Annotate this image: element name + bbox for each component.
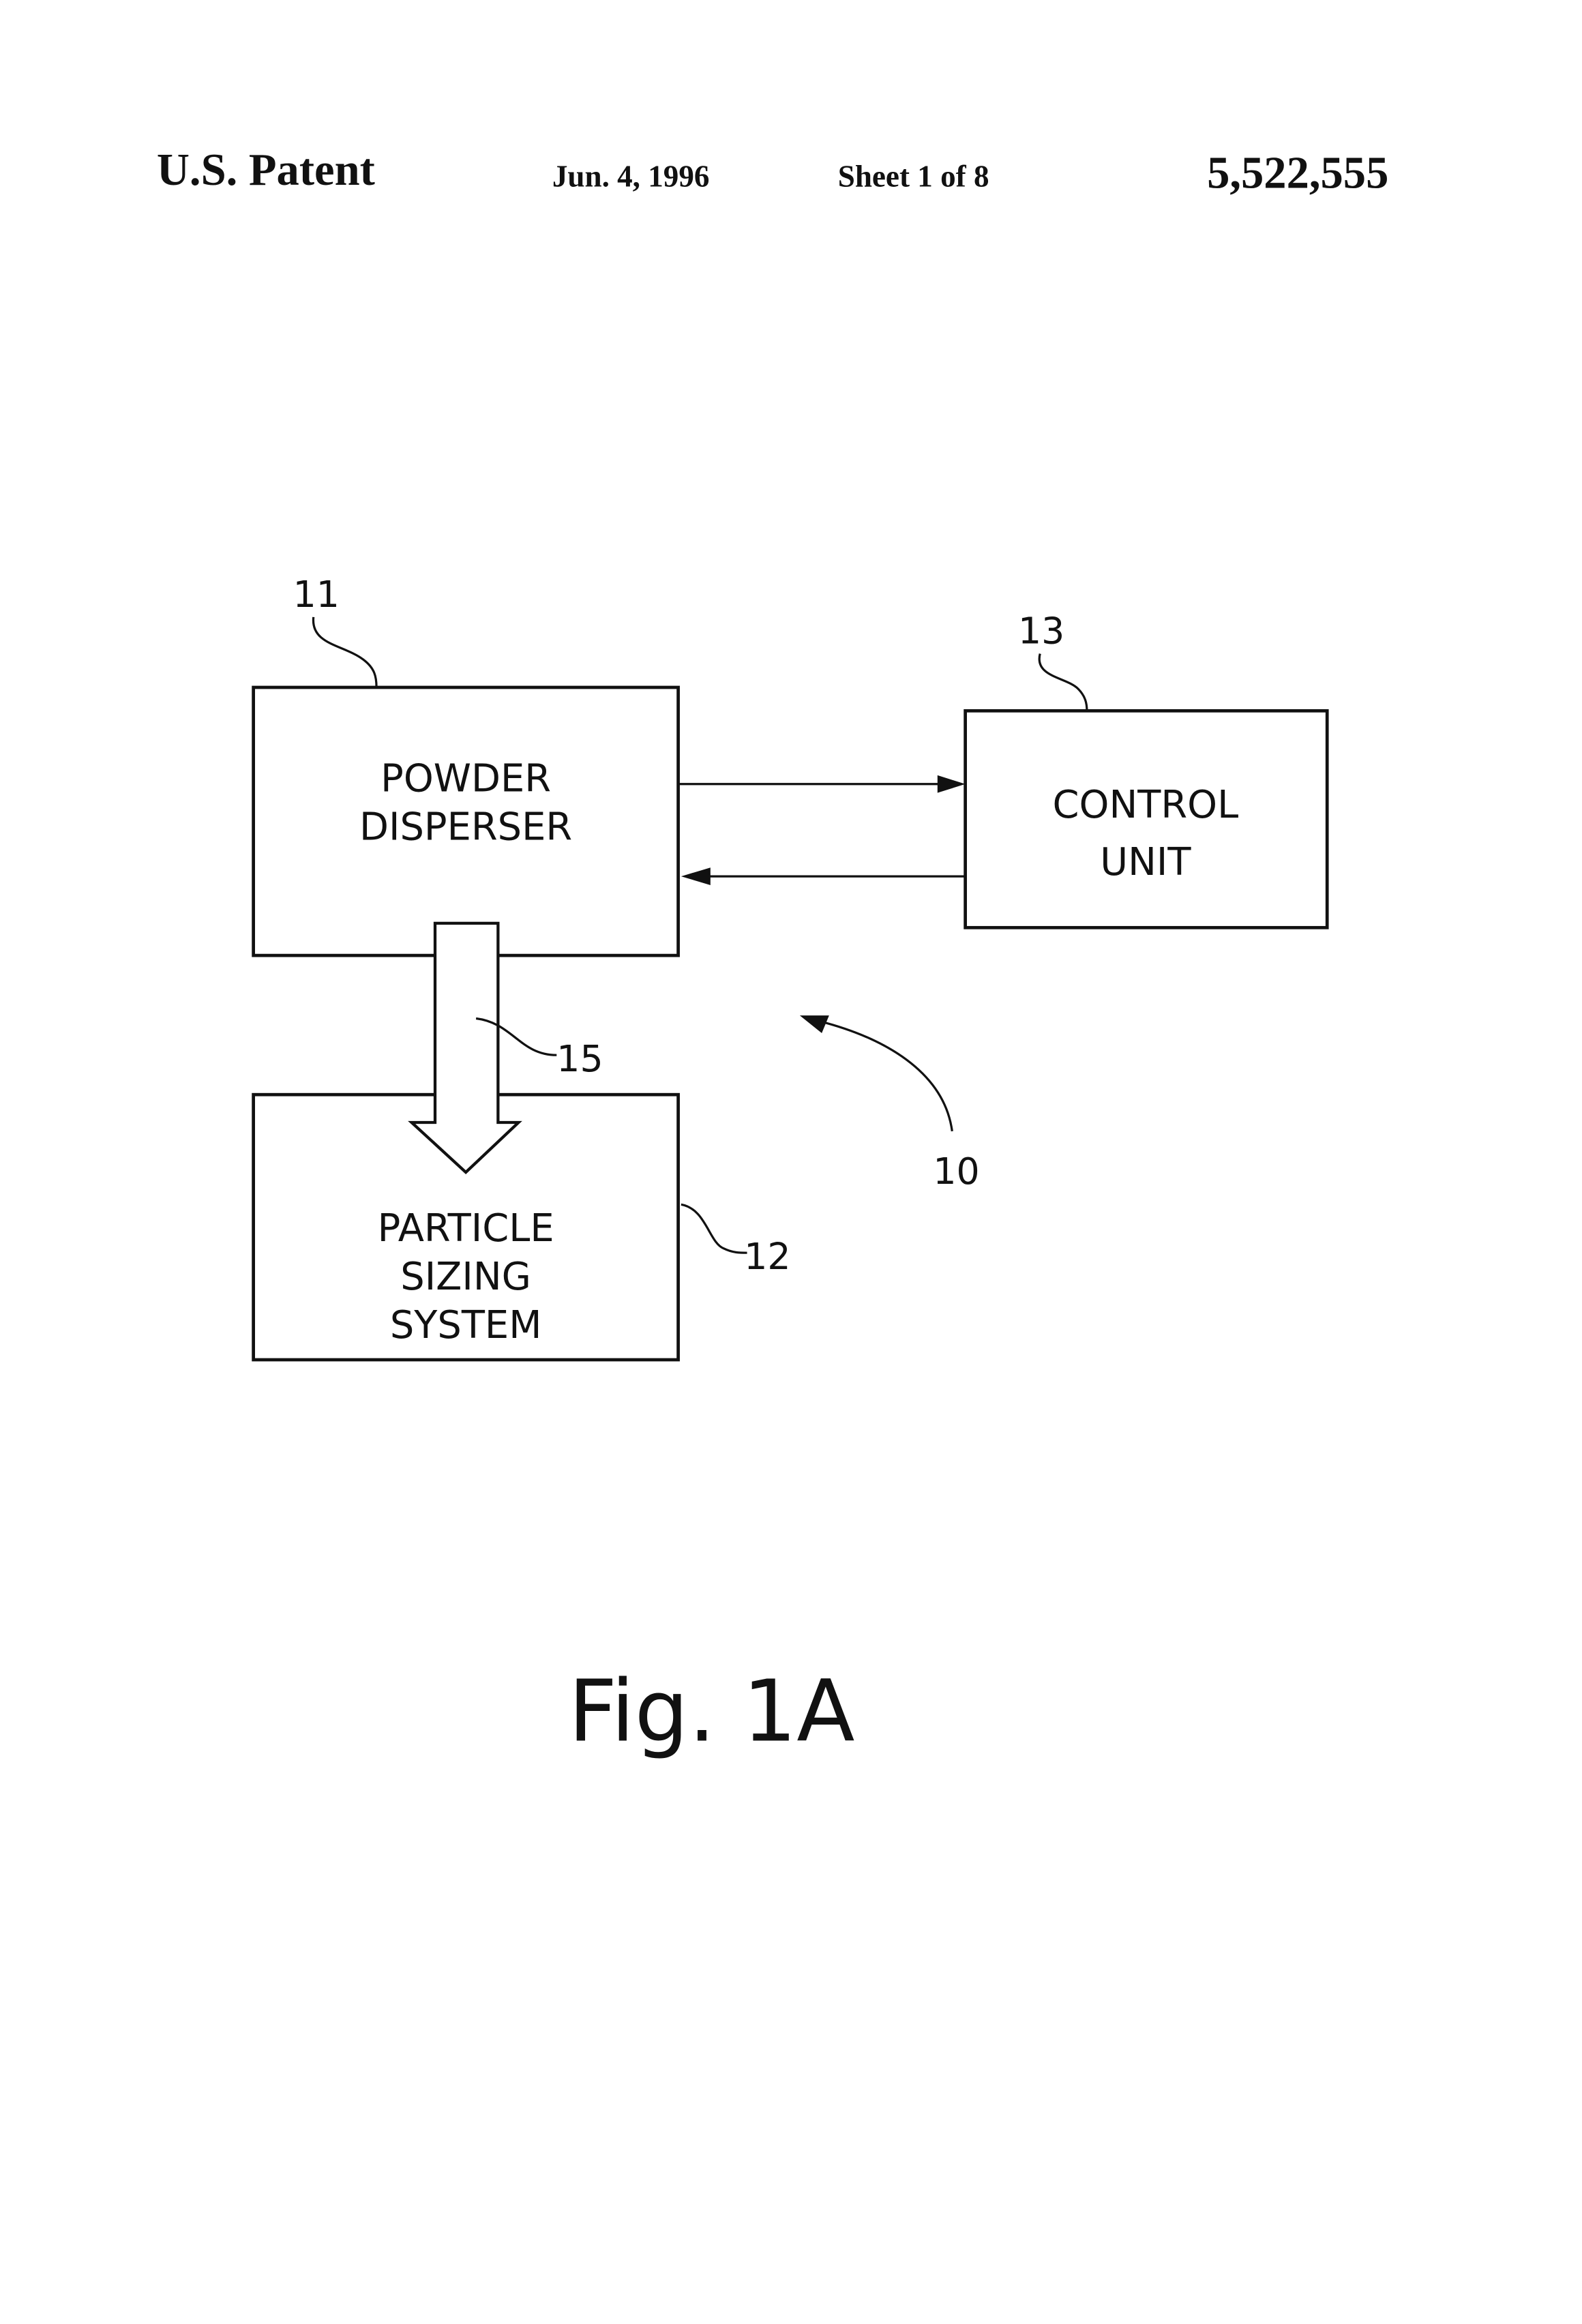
leader-line	[681, 1204, 747, 1253]
header-sheet: Sheet 1 of 8	[838, 159, 989, 193]
block-label: POWDER	[380, 757, 551, 801]
arrowhead-icon	[681, 867, 711, 885]
leader-line	[1039, 654, 1087, 711]
block-particle-sizing-system: PARTICLE SIZING SYSTEM 12	[254, 1094, 791, 1360]
ref-numeral: 12	[744, 1235, 790, 1278]
block-powder-disperser: POWDER DISPERSER 11	[254, 573, 678, 955]
block-label: DISPERSER	[359, 805, 572, 849]
ref-numeral: 11	[293, 573, 340, 616]
arrowhead-icon	[800, 1015, 829, 1033]
block-label: SIZING	[400, 1255, 531, 1299]
system-reference: 10	[800, 1015, 980, 1193]
header-left: U.S. Patent	[157, 145, 375, 195]
ref-numeral: 10	[933, 1150, 979, 1193]
ref-numeral: 13	[1018, 610, 1064, 653]
block-label: CONTROL	[1053, 783, 1239, 827]
block-diagram: POWDER DISPERSER 11 CONTROL UNIT 13 PART…	[254, 573, 1328, 1360]
header-patent-number: 5,522,555	[1207, 148, 1388, 198]
signal-arrow-to-control	[678, 775, 966, 793]
ref-numeral: 15	[556, 1037, 603, 1080]
block-label: UNIT	[1100, 840, 1191, 884]
powder-flow-arrow: 15	[412, 923, 603, 1172]
leader-line	[313, 617, 376, 687]
figure-label: Fig. 1A	[568, 1663, 854, 1761]
header-date: Jun. 4, 1996	[552, 159, 710, 193]
header: U.S. Patent Jun. 4, 1996 Sheet 1 of 8 5,…	[157, 145, 1389, 198]
block-label: PARTICLE	[378, 1206, 554, 1251]
block-control-unit: CONTROL UNIT 13	[966, 610, 1328, 928]
signal-arrow-to-disperser	[681, 867, 966, 885]
block-label: SYSTEM	[390, 1303, 542, 1347]
arrowhead-icon	[938, 775, 966, 793]
